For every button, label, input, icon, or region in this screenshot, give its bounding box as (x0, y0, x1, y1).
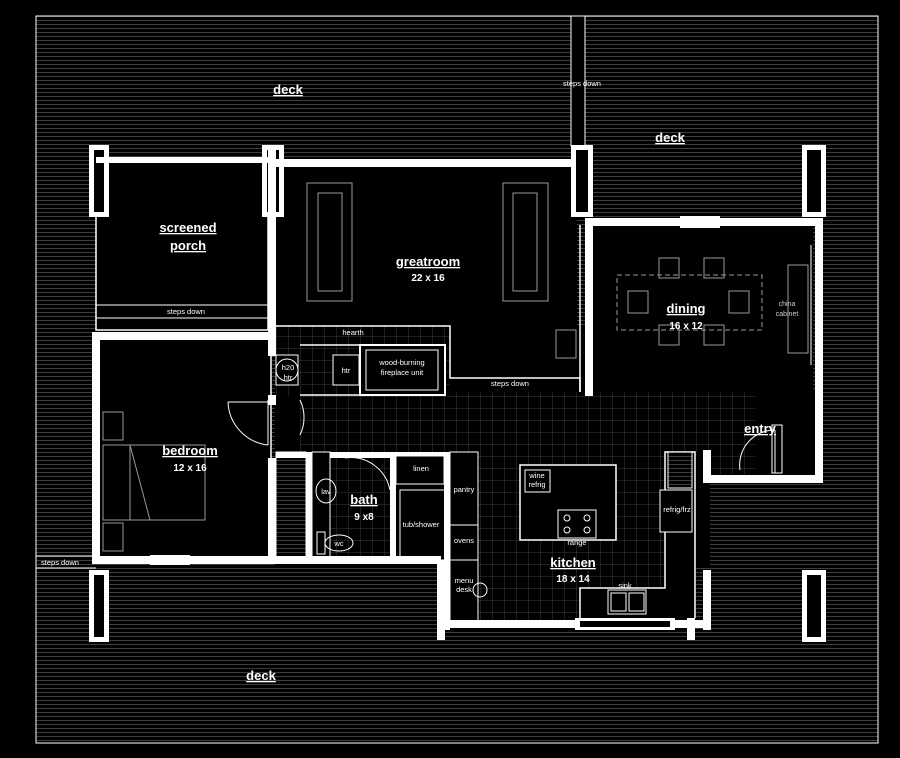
deck-bottom-label: deck (246, 668, 276, 683)
greatroom-label: greatroom (396, 254, 460, 269)
htr-label: htr (342, 366, 351, 375)
bed (102, 411, 206, 552)
fireplace-label-2: fireplace unit (381, 368, 424, 377)
desk-label: desk (456, 585, 472, 594)
dining-table (616, 257, 809, 354)
screened-label: screened (159, 220, 216, 235)
bedroom-dim: 12 x 16 (173, 463, 207, 474)
wc-label: wc (333, 539, 343, 548)
deck-top-label: deck (273, 82, 303, 97)
steps-down-left-label: steps down (41, 558, 79, 567)
kitchen-dim: 18 x 14 (556, 574, 590, 585)
dining-label: dining (667, 301, 706, 316)
wine-label: wine (528, 471, 544, 480)
steps-down-top-label: steps down (563, 79, 601, 88)
h20-label: h20 (282, 363, 295, 372)
hearth-label: hearth (342, 328, 363, 337)
greatroom-dim: 22 x 16 (411, 273, 445, 284)
bedroom-label: bedroom (162, 443, 218, 458)
fireplace-label-1: wood-burning (378, 358, 424, 367)
h20-htr-label: htr (284, 373, 293, 382)
linen-label: linen (413, 464, 429, 473)
ovens-label: ovens (454, 536, 474, 545)
refrig-frz-label: refrig/frz (663, 505, 691, 514)
sofas (306, 182, 577, 359)
dining-dim: 16 x 12 (669, 321, 703, 332)
pantry-label: pantry (454, 485, 475, 494)
range-label: range (567, 538, 586, 547)
bath-dim: 9 x8 (354, 512, 374, 523)
china-label: china (779, 301, 796, 308)
menu-label: menu (455, 576, 474, 585)
steps-down-greatroom-label: steps down (491, 379, 529, 388)
cabinet-label: cabinet (776, 311, 799, 318)
refrig-label: refrig (528, 480, 545, 489)
entry-label: entry (744, 421, 777, 436)
tub-shower-label: tub/shower (403, 520, 440, 529)
sink-label: sink (618, 581, 632, 590)
lav-label: lav (321, 487, 331, 496)
kitchen-label: kitchen (550, 555, 596, 570)
steps-down-porch-label: steps down (167, 307, 205, 316)
deck-right-label: deck (655, 130, 685, 145)
porch-label: porch (170, 238, 206, 253)
bath-label: bath (350, 492, 378, 507)
